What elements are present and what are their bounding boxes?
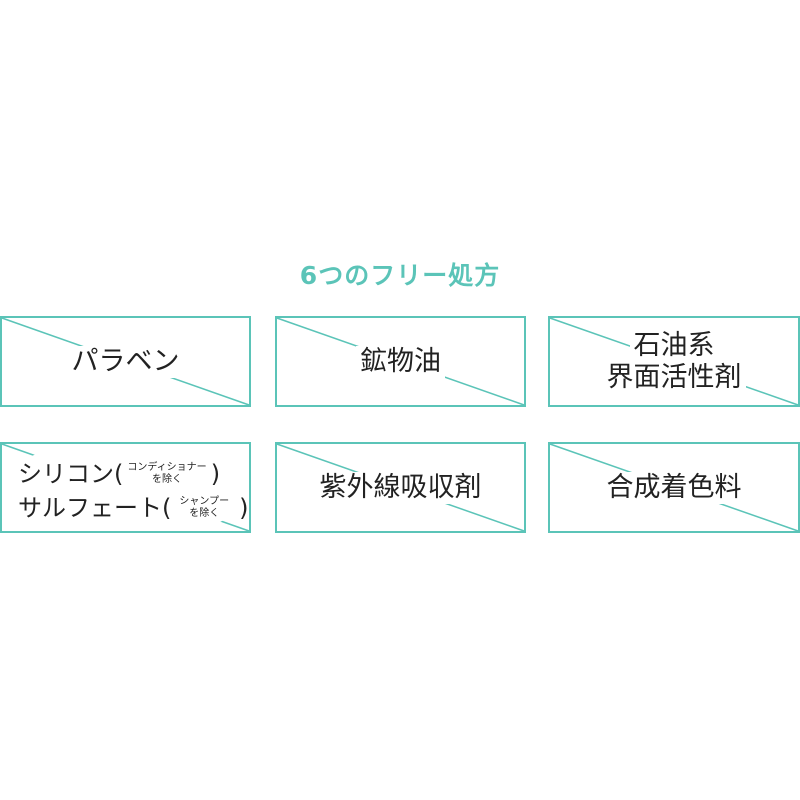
free-item-card-synthetic-colorant: 合成着色料 (548, 442, 800, 533)
close-paren: ) (210, 460, 221, 488)
exception-note: コンディショナー を除く (127, 462, 206, 486)
free-item-row-sulfate: サルフェート ( シャンプー を除く ) (18, 494, 248, 522)
free-item-text: パラベン (67, 345, 184, 378)
free-item-text: シリコン (18, 460, 114, 488)
free-item-card-uv-absorber: 紫外線吸収剤 (275, 442, 526, 533)
label-backdrop (12, 452, 242, 525)
exception-note: シャンプー を除く (179, 496, 229, 520)
free-item-text: 鉱物油 (356, 345, 445, 378)
free-item-card-paraben: パラベン (0, 316, 251, 407)
free-item-text: 紫外線吸収剤 (315, 471, 486, 504)
free-item-card-mineral-oil: 鉱物油 (275, 316, 526, 407)
exception-note-top: コンディショナー (127, 462, 207, 473)
free-item-label: 紫外線吸収剤 (277, 444, 524, 531)
free-item-text: 合成着色料 (602, 471, 746, 504)
page-title: 6つのフリー処方 (299, 261, 501, 290)
free-item-label: 合成着色料 (550, 444, 798, 531)
free-item-card-silicone-sulfate: シリコン ( コンディショナー を除く ) サルフェート ( シャンプー を除く… (0, 442, 251, 533)
close-paren: ) (239, 494, 249, 522)
exception-note-top: シャンプー (179, 496, 230, 507)
open-paren: ( (114, 460, 124, 488)
free-item-label: パラベン (2, 318, 249, 405)
open-paren: ( (162, 494, 172, 522)
exception-note-bottom: を除く (152, 474, 183, 485)
free-item-label: 石油系 界面活性剤 (550, 318, 798, 405)
free-item-text-line-1: 石油系 (629, 329, 719, 362)
free-item-label: シリコン ( コンディショナー を除く ) サルフェート ( シャンプー を除く… (2, 444, 249, 531)
free-item-row-silicone: シリコン ( コンディショナー を除く ) (18, 460, 220, 488)
free-item-card-petroleum-surfactant: 石油系 界面活性剤 (548, 316, 800, 407)
exception-note-bottom: を除く (189, 508, 220, 519)
free-item-text-line-2: 界面活性剤 (602, 361, 746, 394)
free-item-label: 鉱物油 (277, 318, 524, 405)
free-item-text: サルフェート (18, 494, 162, 522)
